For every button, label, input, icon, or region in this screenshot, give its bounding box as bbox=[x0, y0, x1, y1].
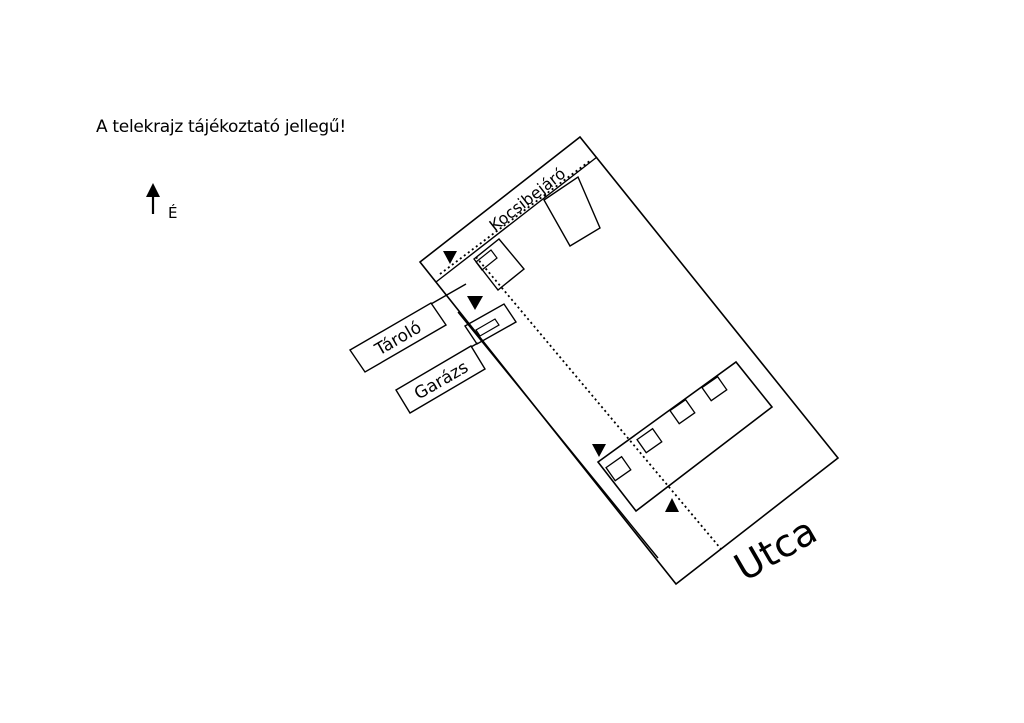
garage-label-box: Garázs bbox=[395, 342, 486, 414]
disclaimer-text: A telekrajz tájékoztató jellegű! bbox=[96, 117, 346, 137]
storage-label-box: Tároló bbox=[348, 283, 467, 373]
house-windows bbox=[605, 375, 728, 482]
house bbox=[596, 360, 774, 513]
street-label: Utca bbox=[727, 508, 824, 590]
entry-marker-garage bbox=[467, 296, 483, 310]
entry-markers bbox=[443, 251, 679, 512]
storage-building bbox=[473, 238, 525, 291]
plot-outline bbox=[418, 135, 840, 586]
entry-marker-driveway bbox=[443, 251, 457, 264]
outbuilding bbox=[543, 175, 601, 247]
garage-building bbox=[463, 303, 518, 345]
garage-inner bbox=[475, 318, 500, 337]
path-dotted-line bbox=[475, 256, 722, 550]
plot-inner-line bbox=[457, 311, 659, 559]
storage-inner bbox=[475, 249, 498, 271]
entry-marker-street bbox=[665, 498, 679, 512]
driveway-label: Kocsibejáró bbox=[485, 164, 569, 235]
driveway-dotted-line bbox=[439, 159, 592, 275]
north-label: É bbox=[168, 204, 178, 222]
entry-marker-house bbox=[592, 444, 606, 457]
driveway-boundary bbox=[435, 156, 598, 283]
north-arrow-icon bbox=[146, 183, 160, 214]
